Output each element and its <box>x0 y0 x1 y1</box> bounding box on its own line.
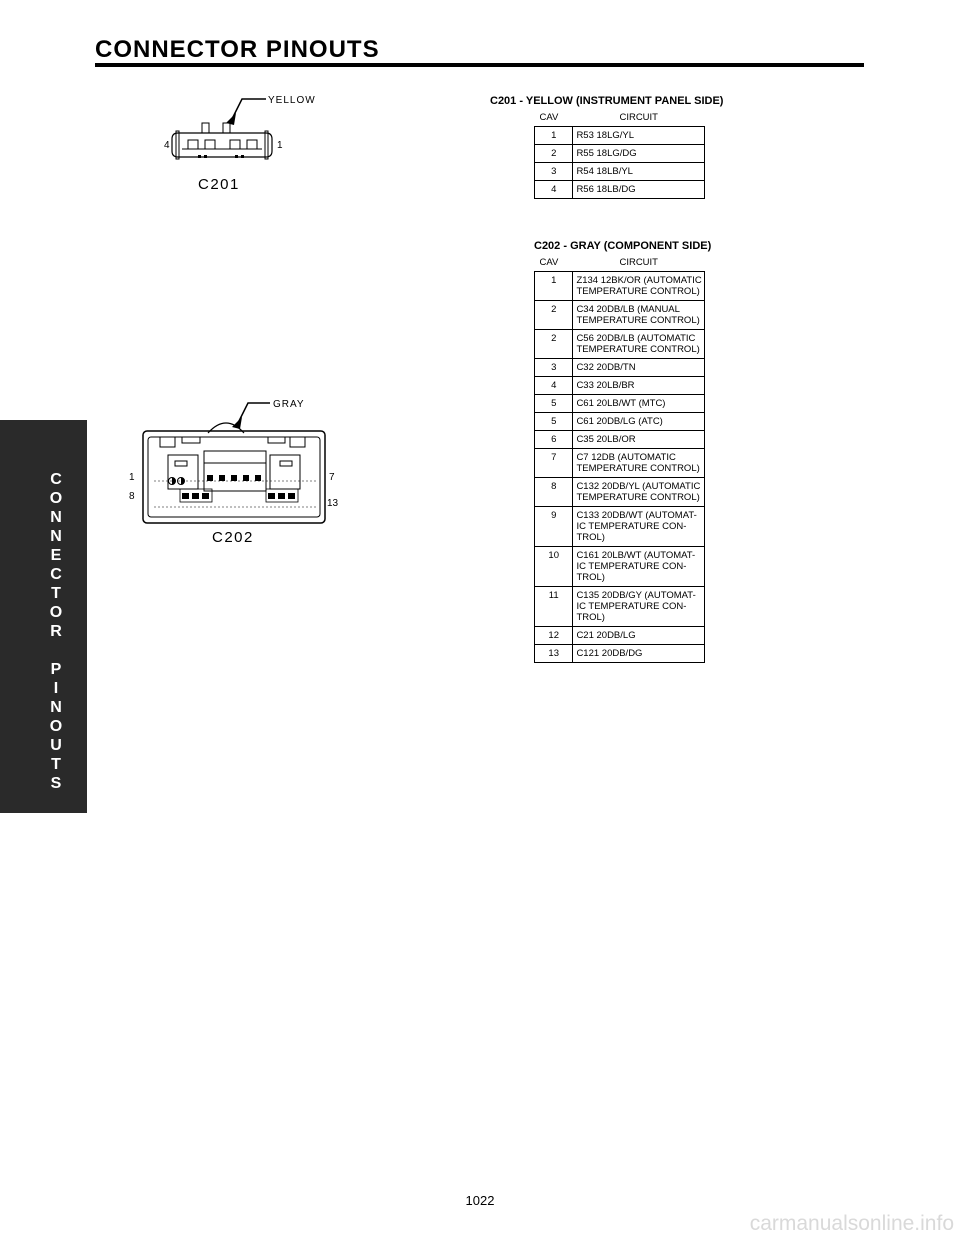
c201-circuit-cell: R55 18LG/DG <box>572 144 705 163</box>
c201-circuit-cell: R56 18LB/DG <box>572 180 705 199</box>
c202-cav-cell: 9 <box>533 506 573 547</box>
c202-cav-cell: 10 <box>533 546 573 587</box>
c202-pin-1-label: 1 <box>129 472 135 483</box>
c202-circuit-cell: C135 20DB/GY (AUTOMAT- IC TEMPERATURE CO… <box>572 586 705 627</box>
c202-circuit-cell: C32 20DB/TN <box>572 358 705 377</box>
c202-circuit-cell: C161 20LB/WT (AUTOMAT- IC TEMPERATURE CO… <box>572 546 705 587</box>
c202-cav-cell: 3 <box>533 358 573 377</box>
c202-cav-cell: 2 <box>533 329 573 359</box>
c202-cav-cell: 13 <box>533 644 573 663</box>
c202-circuit-cell: C33 20LB/BR <box>572 376 705 395</box>
c201-color-label: YELLOW <box>268 95 316 106</box>
c202-cav-cell: 6 <box>533 430 573 449</box>
c202-cav-cell: 7 <box>533 448 573 478</box>
c201-pin-4-label: 4 <box>164 140 170 151</box>
c202-col-circuit: CIRCUIT <box>572 253 705 272</box>
c202-cav-cell: 1 <box>533 271 573 301</box>
c202-cav-cell: 5 <box>533 394 573 413</box>
c202-cav-cell: 8 <box>533 477 573 507</box>
c202-cav-cell: 5 <box>533 412 573 431</box>
page-number: 1022 <box>465 1193 495 1208</box>
c202-cav-cell: 4 <box>533 376 573 395</box>
c201-connector-name: C201 <box>198 176 240 193</box>
c202-table-title: C202 - GRAY (COMPONENT SIDE) <box>534 240 712 252</box>
c202-pin-7-label: 7 <box>329 472 335 483</box>
c202-circuit-cell: C132 20DB/YL (AUTOMATIC TEMPERATURE CONT… <box>572 477 705 507</box>
c201-circuit-cell: R53 18LG/YL <box>572 126 705 145</box>
c202-circuit-cell: C133 20DB/WT (AUTOMAT- IC TEMPERATURE CO… <box>572 506 705 547</box>
side-tab <box>0 420 87 813</box>
c201-pin-1-label: 1 <box>277 140 283 151</box>
c202-circuit-cell: C61 20DB/LG (ATC) <box>572 412 705 431</box>
c201-cav-cell: 1 <box>533 126 573 145</box>
c201-connector-diagram: YELLOW 4 1 C201 <box>164 95 316 193</box>
c201-cav-cell: 2 <box>533 144 573 163</box>
c201-cav-cell: 4 <box>533 180 573 199</box>
c202-circuit-cell: C35 20LB/OR <box>572 430 705 449</box>
c201-col-cav: CAV <box>534 108 573 127</box>
page-title: CONNECTOR PINOUTS <box>95 36 380 63</box>
c202-cav-cell: 12 <box>533 626 573 645</box>
c202-col-cav: CAV <box>534 253 573 272</box>
c202-circuit-cell: C121 20DB/DG <box>572 644 705 663</box>
c202-circuit-cell: C56 20DB/LB (AUTOMATIC TEMPERATURE CONTR… <box>572 329 705 359</box>
c202-cav-cell: 2 <box>533 300 573 330</box>
c202-connector-name: C202 <box>212 529 254 546</box>
c202-color-label: GRAY <box>273 399 305 410</box>
c202-pin-13-label: 13 <box>327 498 339 509</box>
title-rule <box>95 63 864 67</box>
c201-col-circuit: CIRCUIT <box>572 108 705 127</box>
c202-circuit-cell: Z134 12BK/OR (AUTOMATIC TEMPERATURE CONT… <box>572 271 705 301</box>
c201-cav-cell: 3 <box>533 162 573 181</box>
c202-circuit-cell: C34 20DB/LB (MANUAL TEMPERATURE CONTROL) <box>572 300 705 330</box>
c202-pin-8-label: 8 <box>129 491 135 502</box>
c202-circuit-cell: C21 20DB/LG <box>572 626 705 645</box>
c202-circuit-cell: C7 12DB (AUTOMATIC TEMPERATURE CONTROL) <box>572 448 705 478</box>
c202-cav-cell: 11 <box>533 586 573 627</box>
c201-table-title: C201 - YELLOW (INSTRUMENT PANEL SIDE) <box>490 95 724 107</box>
watermark: carmanualsonline.info <box>749 1212 954 1235</box>
c201-circuit-cell: R54 18LB/YL <box>572 162 705 181</box>
c202-connector-diagram: GRAY 1 8 7 13 C202 <box>129 399 339 546</box>
side-tab-label: C O N N E C T O R P I N O U T S <box>49 471 63 792</box>
c202-circuit-cell: C61 20LB/WT (MTC) <box>572 394 705 413</box>
